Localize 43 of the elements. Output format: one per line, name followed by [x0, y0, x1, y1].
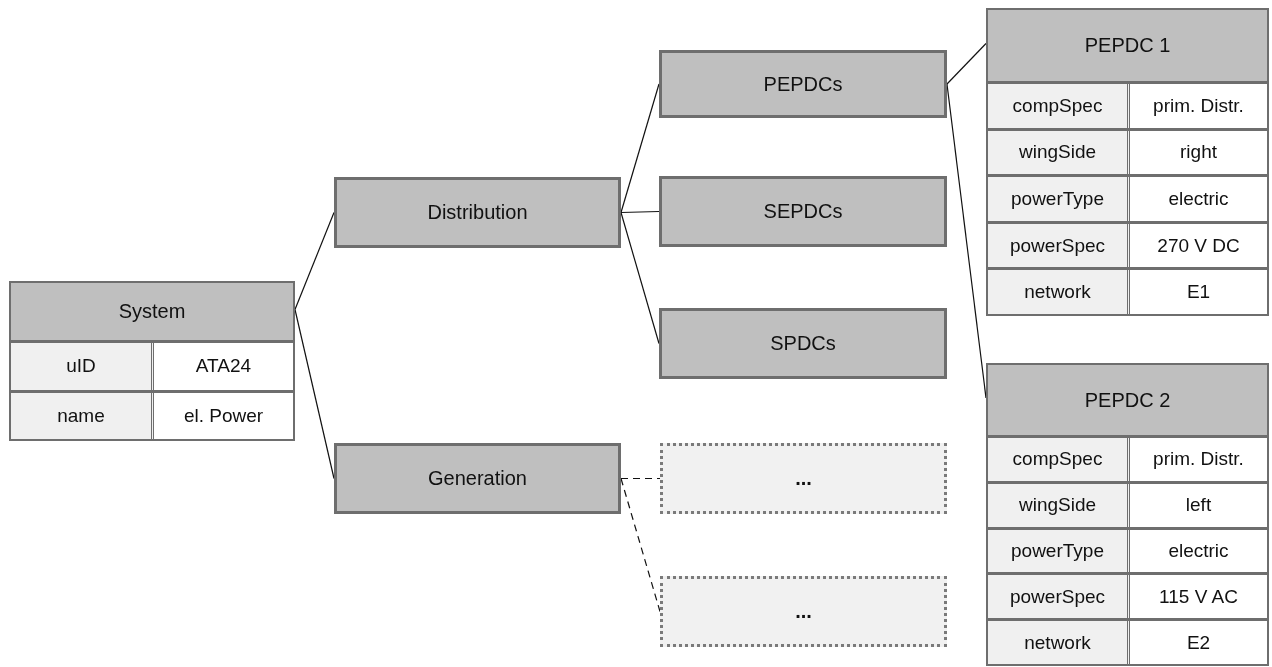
attribute-value: ATA24	[154, 343, 293, 390]
attribute-name: powerType	[988, 529, 1130, 573]
attribute-name: network	[988, 621, 1130, 664]
attribute-name: wingSide	[988, 130, 1130, 175]
attribute-name: network	[988, 270, 1130, 314]
attribute-name: wingSide	[988, 483, 1130, 527]
attribute-name: name	[11, 392, 154, 439]
attribute-value: electric	[1130, 529, 1267, 573]
placeholder-box: ...	[660, 443, 947, 514]
connector-line	[620, 210, 660, 214]
connector-line	[620, 477, 661, 613]
connector-line	[620, 477, 661, 480]
category-box: PEPDCs	[659, 50, 947, 118]
category-box: SPDCs	[659, 308, 947, 379]
attribute-name: compSpec	[988, 84, 1130, 128]
attribute-name: powerSpec	[988, 575, 1130, 619]
attribute-value: 270 V DC	[1130, 223, 1267, 268]
attribute-value: left	[1130, 483, 1267, 527]
attribute-value: right	[1130, 130, 1267, 175]
attribute-value: prim. Distr.	[1130, 84, 1267, 128]
attribute-value: el. Power	[154, 392, 293, 439]
connector-line	[620, 211, 660, 345]
attribute-value: E2	[1130, 621, 1267, 664]
connector-line	[620, 83, 660, 214]
attribute-name: compSpec	[988, 438, 1130, 481]
attribute-name: powerType	[988, 177, 1130, 221]
attribute-table	[986, 363, 1269, 666]
category-box: SEPDCs	[659, 176, 947, 247]
category-box: Generation	[334, 443, 621, 514]
attribute-value: 115 V AC	[1130, 575, 1267, 619]
table-title: PEPDC 1	[988, 10, 1267, 81]
connector-line	[946, 42, 987, 85]
table-title: PEPDC 2	[988, 365, 1267, 435]
attribute-name: powerSpec	[988, 223, 1130, 268]
category-box: Distribution	[334, 177, 621, 248]
attribute-table	[986, 8, 1269, 316]
attribute-name: uID	[11, 343, 154, 390]
attribute-value: prim. Distr.	[1130, 438, 1267, 481]
attribute-value: E1	[1130, 270, 1267, 314]
attribute-value: electric	[1130, 177, 1267, 221]
placeholder-box: ...	[660, 576, 947, 647]
attribute-table	[9, 281, 295, 441]
table-title: System	[11, 283, 293, 340]
